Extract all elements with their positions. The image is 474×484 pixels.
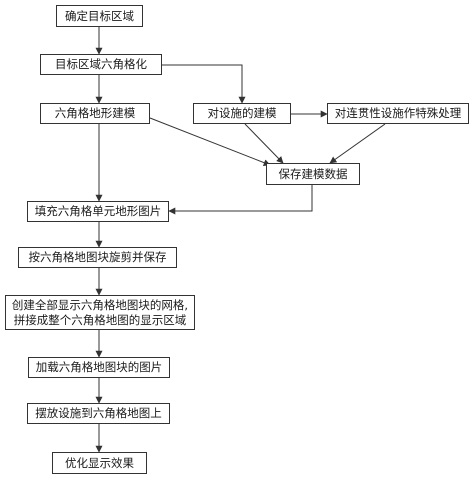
node-save-model-data: 保存建模数据: [266, 163, 360, 185]
node-label-line-2: 拼接成整个六角格地图的显示区域: [13, 312, 187, 327]
edge-n4-n6: [244, 123, 284, 164]
node-label: 填充六角格单元地形图片: [34, 204, 162, 218]
edge-n5-n6: [329, 123, 386, 164]
node-label: 目标区域六角格化: [55, 57, 147, 71]
node-label: 按六角格地图块旋剪并保存: [28, 250, 167, 264]
node-load-map-block-images: 加载六角格地图块的图片: [28, 357, 170, 378]
node-label: 摆放设施到六角格地图上: [35, 406, 162, 420]
node-label: 优化显示效果: [65, 455, 134, 470]
edge-n6-n7: [168, 185, 313, 215]
node-determine-target-area: 确定目标区域: [56, 5, 143, 27]
node-label: 对连贯性设施作特殊处理: [334, 106, 462, 120]
node-label: 保存建模数据: [278, 166, 348, 181]
node-facility-modeling: 对设施的建模: [193, 103, 291, 124]
node-label-line-1: 创建全部显示六角格地图块的网格,: [11, 297, 189, 312]
node-hexagonize-target-area: 目标区域六角格化: [40, 54, 162, 75]
edge-n2-n4: [162, 64, 246, 104]
node-hex-terrain-modeling: 六角格地形建模: [40, 103, 150, 124]
node-label: 加载六角格地图块的图片: [35, 360, 163, 374]
node-cut-and-save-map-blocks: 按六角格地图块旋剪并保存: [18, 247, 177, 268]
node-place-facilities-on-map: 摆放设施到六角格地图上: [27, 403, 170, 424]
node-label: 六角格地形建模: [54, 106, 136, 120]
node-label: 对设施的建模: [207, 106, 277, 120]
node-fill-hex-terrain-images: 填充六角格单元地形图片: [27, 201, 169, 222]
node-optimize-display: 优化显示效果: [52, 452, 147, 474]
edge-n3-n6: [149, 117, 271, 166]
node-continuous-facility-processing: 对连贯性设施作特殊处理: [327, 103, 469, 124]
node-label: 确定目标区域: [65, 8, 134, 23]
node-create-grid-display-area: 创建全部显示六角格地图块的网格, 拼接成整个六角格地图的显示区域: [5, 295, 195, 330]
